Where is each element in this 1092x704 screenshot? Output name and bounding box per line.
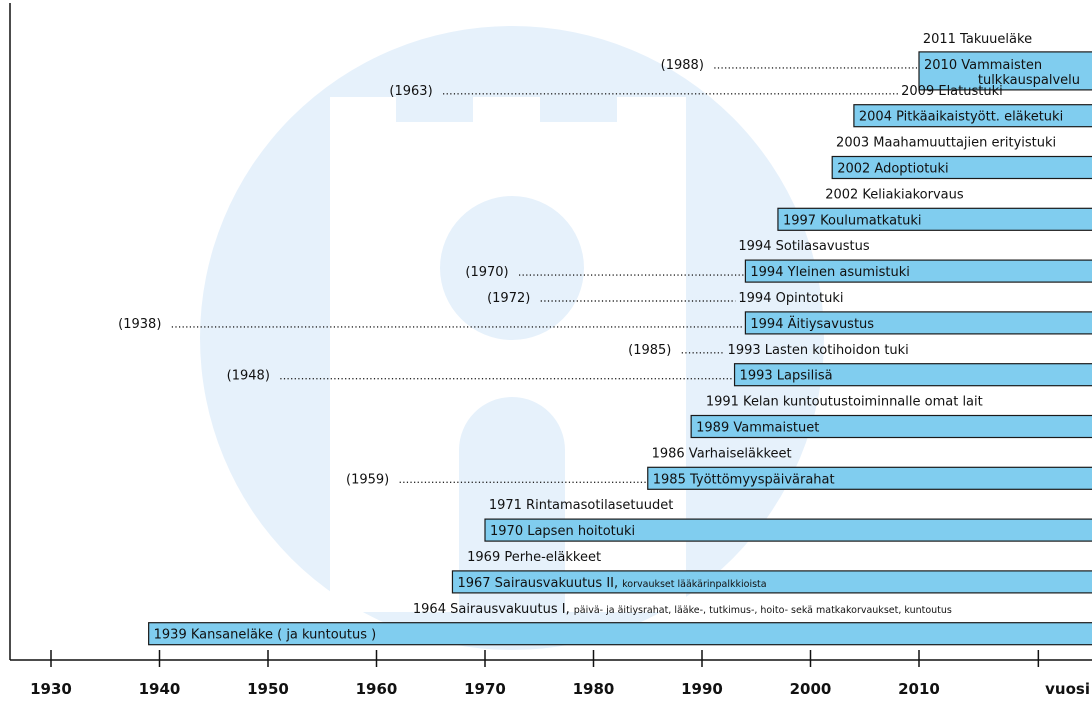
event-label: 2002 Keliakiakorvaus [825,187,964,202]
timeline-bar [148,622,1092,646]
event-label: 1969 Perhe-eläkkeet [467,550,601,565]
event-label: 1994 Äitiysavustus [750,316,874,332]
event-label-text: 2010 Vammaisten [924,58,1042,73]
x-tick-label: 1990 [681,680,723,698]
event-label-text: 2002 Keliakiakorvaus [825,187,964,202]
event-label: 2002 Adoptiotuki [837,162,948,177]
event-label-text: 1993 Lasten kotihoidon tuki [728,343,909,358]
event-label: 2011 Takuueläke [923,32,1032,47]
origin-year-label: (1972) [487,291,530,306]
x-tick-label: 1940 [139,680,181,698]
event-label-line2: tulkkauspalvelu [978,73,1080,88]
event-label: 1985 Työttömyyspäivärahat [653,472,835,487]
x-tick-label: 1950 [247,680,289,698]
timeline-bar [647,466,1092,490]
x-tick-label: 1980 [573,680,615,698]
event-label: 1993 Lapsilisä [740,369,833,384]
timeline-bar [744,259,1092,283]
event-label: 1994 Yleinen asumistuki [750,265,910,280]
event-label-text: 1971 Rintamasotilasetuudet [489,498,674,513]
event-label: 1993 Lasten kotihoidon tuki [728,343,909,358]
origin-year-label: (1988) [661,58,704,73]
event-label: 2009 Elatustuki [901,84,1003,99]
origin-year-label: (1970) [465,265,508,280]
origin-year-label: (1948) [227,369,270,384]
event-label: 1939 Kansaneläke ( ja kuntoutus ) [154,628,377,643]
event-label-text: 1994 Äitiysavustus [750,316,874,332]
timeline-bar [744,311,1092,335]
event-label: 1997 Koulumatkatuki [783,213,922,228]
event-label-text: 1964 Sairausvakuutus I, [413,602,570,617]
event-label: 1970 Lapsen hoitotuki [490,524,635,539]
watermark-hole [440,196,584,340]
event-label-text: 1997 Koulumatkatuki [783,213,922,228]
event-label-text: 1985 Työttömyyspäivärahat [653,472,835,487]
event-label: 1964 Sairausvakuutus I, päivä- ja äitiysr… [413,602,952,617]
x-tick-label: 2010 [898,680,940,698]
event-label-text: 2011 Takuueläke [923,32,1032,47]
event-label-text: 2009 Elatustuki [901,84,1003,99]
event-label-text: 2004 Pitkäaikaistyött. eläketuki [859,110,1063,125]
origin-leaders [171,67,917,483]
event-label-text: 1986 Varhaiseläkkeet [652,446,792,461]
event-label: 1971 Rintamasotilasetuudet [489,498,674,513]
kela-logo-watermark [200,26,824,650]
event-label-text: 1994 Sotilasavustus [738,239,869,254]
event-label-text: 1994 Opintotuki [738,291,843,306]
timeline-bar [733,363,1092,387]
x-tick-label: 1960 [356,680,398,698]
event-label-text: 2002 Adoptiotuki [837,162,948,177]
x-tick-label: 1970 [464,680,506,698]
event-label-text: 1969 Perhe-eläkkeet [467,550,601,565]
origin-year-label: (1959) [346,472,389,487]
timeline-bar [853,104,1092,128]
origin-year-label: (1938) [118,317,161,332]
timeline-bar [484,518,1092,542]
event-label: 1986 Varhaiseläkkeet [652,446,792,461]
event-label-detail: korvaukset lääkärinpalkkioista [622,579,766,590]
event-label: 2010 Vammaisten [924,58,1042,73]
event-label: 1991 Kelan kuntoutustoiminnalle omat lai… [706,395,983,410]
timeline-bar [831,155,1092,180]
event-label-text: 2003 Maahamuuttajien erityistuki [836,136,1056,151]
event-label-text: 1939 Kansaneläke ( ja kuntoutus ) [154,628,377,643]
timeline-bar [451,570,1092,594]
x-tick-label: 2000 [790,680,832,698]
x-tick-label: 1930 [30,680,72,698]
x-axis-label: vuosi [1045,680,1090,698]
event-label-text: 1993 Lapsilisä [740,369,833,384]
timeline-bar [690,414,1092,439]
watermark-notch-right [540,95,617,122]
event-label-detail: päivä- ja äitiysrahat, lääke-, tutkimus-… [574,605,952,616]
event-label: 1994 Opintotuki [738,291,843,306]
event-label: 1967 Sairausvakuutus II, korvaukset lääkä… [457,576,766,591]
watermark-notch-left [396,95,473,122]
event-label-text: 1967 Sairausvakuutus II, [457,576,618,591]
event-label-text: 1991 Kelan kuntoutustoiminnalle omat lai… [706,395,983,410]
event-label-text: 1994 Yleinen asumistuki [750,265,910,280]
origin-year-label: (1963) [389,84,432,99]
x-axis: 1930 1940 1950 1960 1970 1980 1990 2000 2010 vuos… [9,3,1092,698]
event-label: 2004 Pitkäaikaistyött. eläketuki [859,110,1063,125]
timeline-labels: 2011 Takuueläke 2010 Vammaistentulkkauspa… [118,32,1080,643]
timeline-bar [777,207,1092,231]
origin-year-label: (1985) [628,343,671,358]
event-label-text: 1970 Lapsen hoitotuki [490,524,635,539]
event-label: 2003 Maahamuuttajien erityistuki [836,136,1056,151]
event-label-text: 1989 Vammaistuet [696,421,819,436]
watermark-shape [330,97,686,612]
event-label: 1989 Vammaistuet [696,421,819,436]
timeline-bars [148,51,1092,646]
timeline-bar [918,51,1092,91]
event-label: 1994 Sotilasavustus [738,239,869,254]
